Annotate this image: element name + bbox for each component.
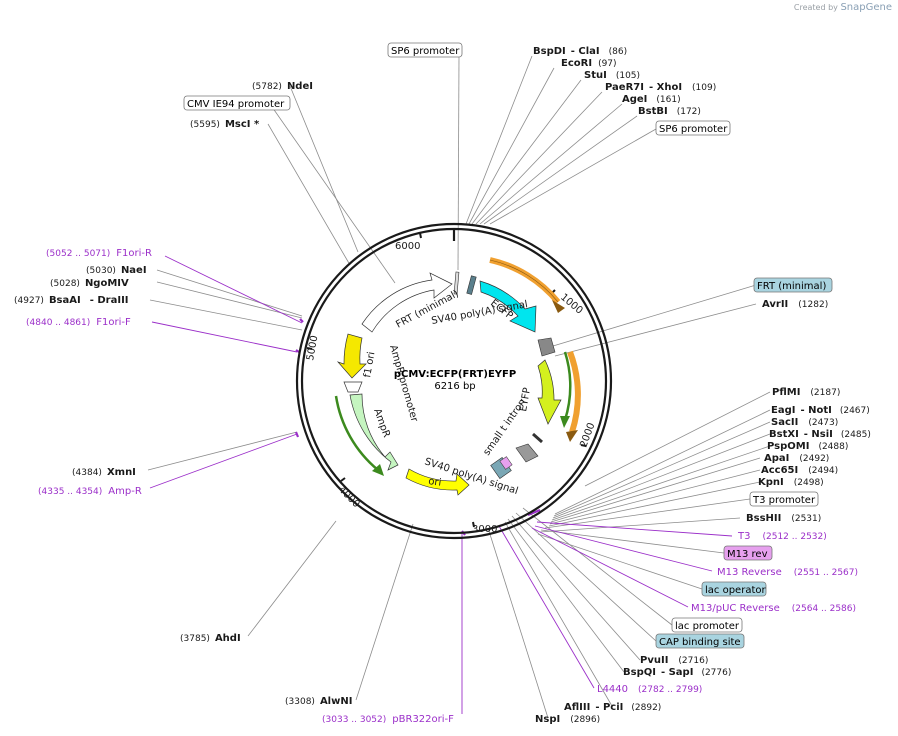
green-arrow-left-head <box>372 464 384 476</box>
box-lacprom-text: lac promoter <box>675 621 740 632</box>
site-pvuii: PvuII(2716) <box>640 655 708 666</box>
primer-lines <box>149 255 733 714</box>
site-bstbi: BstBI(172) <box>638 106 701 117</box>
site-sacii: SacII(2473) <box>771 417 838 428</box>
box-cap <box>655 633 745 649</box>
site-afliii: AflIII- PciI(2892) <box>564 702 661 713</box>
sv40-marker <box>466 275 477 295</box>
backbone-outer <box>295 222 613 540</box>
eyfp-arrow <box>537 359 562 425</box>
orange-arrow-1-head <box>552 300 565 313</box>
brand-prefix: Created by <box>793 3 838 12</box>
primer-m13-reverse: M13 Reverse(2551 .. 2567) <box>717 567 858 578</box>
tick-label-6000: 6000 <box>395 241 420 252</box>
site-xmni: (4384)XmnI <box>72 467 136 478</box>
box-frt <box>753 277 833 293</box>
site-pspomi: PspOMI(2488) <box>767 441 848 452</box>
site-bstxi: BstXI- NsiI(2485) <box>769 429 871 440</box>
ampr-arrow <box>349 393 399 471</box>
box-t3-text: T3 promoter <box>752 495 816 506</box>
tick-label-2000: 2000 <box>578 421 597 449</box>
tick-label-5000: 5000 <box>305 335 320 362</box>
site-nspi: NspI(2896) <box>535 714 600 725</box>
site-pflmi: PflMI(2187) <box>772 387 840 398</box>
site-apai: ApaI(2492) <box>764 453 829 464</box>
site-ahdi: (3785)AhdI <box>180 633 241 644</box>
boxed-labels: SP6 promoter CMV IE94 promoter SP6 promo… <box>183 42 833 649</box>
site-bspdi: BspDI- ClaI(86) <box>533 46 627 57</box>
plasmid-size: 6216 bp <box>434 381 475 392</box>
primer-f1ori-r: (5052 .. 5071)F1ori-R <box>46 248 152 259</box>
primer-l4440: L4440(2782 .. 2799) <box>597 684 702 695</box>
orange-arrow-2 <box>567 350 581 433</box>
primer-f1ori-f: (4840 .. 4861)F1ori-F <box>26 317 131 328</box>
box-sp6-1-text: SP6 promoter <box>391 46 460 57</box>
site-stui: StuI(105) <box>584 70 640 81</box>
plasmid-name: pCMV:ECFP(FRT)EYFP <box>394 369 516 380</box>
primer-pbr322ori-f: (3033 .. 3052)pBR322ori-F <box>322 714 454 725</box>
box-lacop <box>701 581 767 597</box>
site-alwni: (3308)AlwNI <box>285 696 352 707</box>
box-lacop-text: lac operator <box>705 585 766 596</box>
box-sp6-2 <box>655 120 731 136</box>
box-frt-text: FRT (minimal) <box>757 281 826 292</box>
sv40-polya-block-1 <box>537 337 556 357</box>
leader-lines <box>147 55 771 719</box>
feature-ori: ori <box>428 476 442 489</box>
site-msci: (5595)MscI * <box>190 119 260 130</box>
site-avrii: AvrII(1282) <box>762 299 828 310</box>
green-arrow-right <box>563 351 572 421</box>
intron-marker <box>532 432 543 444</box>
box-t3 <box>749 491 819 507</box>
white-arrow <box>361 272 453 333</box>
feature-ampr-promoter: AmpR promoter <box>387 344 420 424</box>
frt-marker <box>453 271 460 295</box>
site-acc65i: Acc65I(2494) <box>761 465 838 476</box>
box-m13rev <box>723 545 773 561</box>
box-cmv <box>183 95 291 111</box>
box-lacprom <box>671 617 743 633</box>
site-ecori: EcoRI(97) <box>561 58 617 69</box>
primer-amp-r: (4335 .. 4354)Amp-R <box>38 486 142 497</box>
orange-arrow-1-edge <box>489 259 559 303</box>
ori-arrow <box>405 468 470 496</box>
coordinate-ticks <box>306 232 587 528</box>
primer-t3: T3(2512 .. 2532) <box>737 531 827 542</box>
snapgene-brand: Created by SnapGene <box>794 2 892 13</box>
green-arrow-left <box>334 395 379 471</box>
site-ndei: (5782)NdeI <box>252 81 313 92</box>
box-cap-text: CAP binding site <box>659 637 741 648</box>
f1-ori-arrow <box>336 333 367 379</box>
feature-eyfp: EYFP <box>518 387 533 413</box>
site-naei: (5030)NaeI <box>86 265 147 276</box>
site-kpni: KpnI(2498) <box>758 477 824 488</box>
site-bspqi: BspQI- SapI(2776) <box>623 667 731 678</box>
sv40-polya-block-2 <box>515 443 539 463</box>
primer-labels: (5052 .. 5071)F1ori-R (4840 .. 4861)F1or… <box>26 248 858 725</box>
green-arrow-right-head <box>560 416 570 428</box>
box-sp6-1 <box>387 42 463 58</box>
box-cmv-text: CMV IE94 promoter <box>187 99 285 110</box>
site-eagi: EagI- NotI(2467) <box>771 405 870 416</box>
orange-arrow-2-head <box>566 430 578 442</box>
site-paer7i: PaeR7I- XhoI(109) <box>605 82 716 93</box>
site-bsshii: BssHII(2531) <box>746 513 821 524</box>
feature-f1ori: f1 ori <box>362 351 377 379</box>
box-sp6-2-text: SP6 promoter <box>659 124 728 135</box>
site-agei: AgeI(161) <box>622 94 681 105</box>
site-bsaai: (4927)BsaAI- DraIII <box>14 295 129 306</box>
feature-ampr: AmpR <box>371 407 392 439</box>
restriction-sites: BspDI- ClaI(86) EcoRI(97) StuI(105) PaeR… <box>14 46 871 725</box>
mcs-cluster-2 <box>499 456 513 470</box>
ampr-promoter <box>343 381 363 393</box>
ecfp-arrow <box>479 280 537 333</box>
brand-name: SnapGene <box>840 2 892 13</box>
site-ngomiv: (5028)NgoMIV <box>50 278 129 289</box>
primer-m13-puc-reverse: M13/pUC Reverse(2564 .. 2586) <box>691 603 856 614</box>
tick-label-3000: 3000 <box>472 524 497 535</box>
box-m13rev-text: M13 rev <box>727 549 768 560</box>
